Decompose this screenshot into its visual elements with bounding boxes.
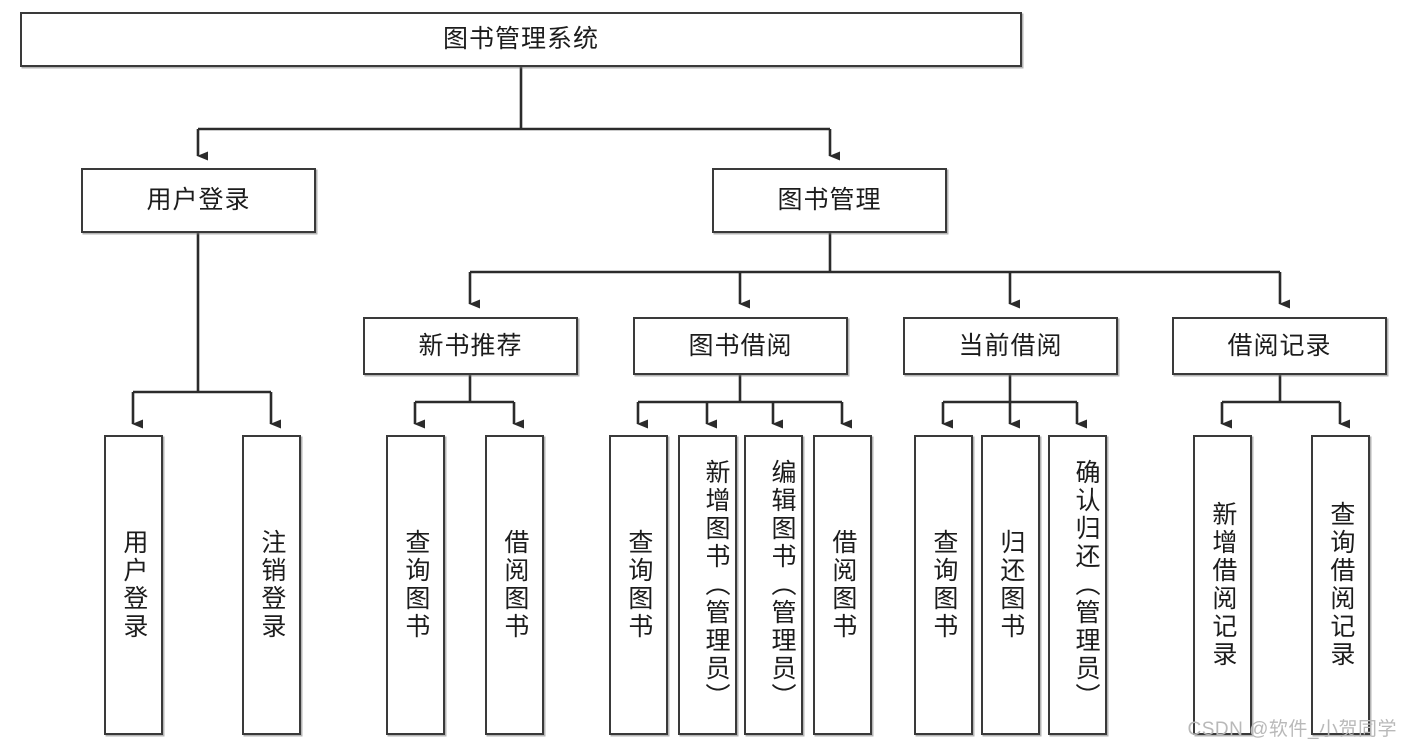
node-label: 归还图书	[996, 529, 1025, 641]
leaf-borrow-borrow-book[interactable]: 借阅图书	[813, 435, 872, 735]
node-user-login[interactable]: 用户登录	[81, 168, 316, 233]
node-label: 查询图书	[401, 529, 430, 641]
node-label: 注销登录	[257, 529, 286, 641]
leaf-borrow-edit-book-admin[interactable]: 编辑图书（管理员）	[744, 435, 803, 735]
leaf-recommend-borrow-book[interactable]: 借阅图书	[485, 435, 544, 735]
leaf-record-query-record[interactable]: 查询借阅记录	[1311, 435, 1370, 735]
leaf-user-login-logout[interactable]: 注销登录	[242, 435, 301, 735]
node-label: 借阅图书	[500, 529, 529, 641]
node-label: 查询图书	[929, 529, 958, 641]
node-current-borrow[interactable]: 当前借阅	[903, 317, 1118, 375]
leaf-borrow-add-book-admin[interactable]: 新增图书（管理员）	[678, 435, 737, 735]
node-borrow-record[interactable]: 借阅记录	[1172, 317, 1387, 375]
leaf-user-login-login[interactable]: 用户登录	[104, 435, 163, 735]
node-label: 编辑图书（管理员）	[768, 459, 796, 711]
node-book-management[interactable]: 图书管理	[712, 168, 947, 233]
leaf-borrow-query-book[interactable]: 查询图书	[609, 435, 668, 735]
node-label: 借阅图书	[828, 529, 857, 641]
node-label: 查询借阅记录	[1326, 501, 1355, 669]
node-label: 图书管理	[777, 186, 882, 215]
node-label: 用户登录	[119, 529, 148, 641]
node-label: 新增借阅记录	[1208, 501, 1237, 669]
node-label: 图书管理系统	[442, 25, 599, 54]
node-root-system[interactable]: 图书管理系统	[20, 12, 1022, 67]
node-label: 查询图书	[624, 529, 653, 641]
node-label: 借阅记录	[1227, 331, 1332, 360]
node-label: 图书借阅	[688, 331, 793, 360]
node-label: 新书推荐	[418, 331, 523, 360]
leaf-recommend-query-book[interactable]: 查询图书	[386, 435, 445, 735]
leaf-record-add-record[interactable]: 新增借阅记录	[1193, 435, 1252, 735]
leaf-current-return-book[interactable]: 归还图书	[981, 435, 1040, 735]
node-new-book-recommend[interactable]: 新书推荐	[363, 317, 578, 375]
node-label: 确认归还（管理员）	[1072, 459, 1100, 711]
leaf-current-query-book[interactable]: 查询图书	[914, 435, 973, 735]
node-label: 新增图书（管理员）	[702, 459, 730, 711]
node-label: 当前借阅	[958, 331, 1063, 360]
leaf-current-confirm-return-admin[interactable]: 确认归还（管理员）	[1048, 435, 1107, 735]
node-label: 用户登录	[146, 186, 251, 215]
node-book-borrow[interactable]: 图书借阅	[633, 317, 848, 375]
